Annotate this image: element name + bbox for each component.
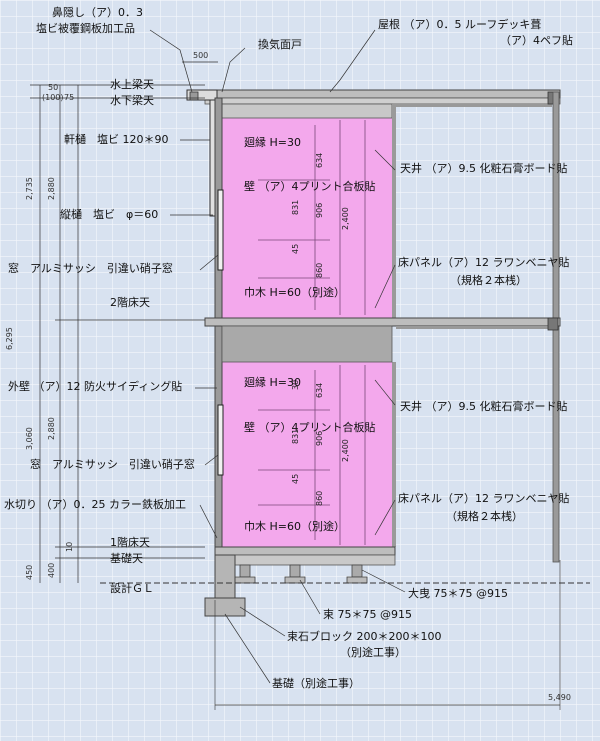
label-tsuka: 束 75＊75 @915 xyxy=(323,608,412,621)
label-enbi: 塩ビ被覆鋼板加工品 xyxy=(36,21,135,35)
label-tsukaishi-1: 束石ブロック 200＊200＊100 xyxy=(287,629,441,643)
label-mado-upper: 窓 アルミサッシ 引違い硝子窓 xyxy=(8,261,173,275)
label-hanakakushi: 鼻隠し（ア）0．3 xyxy=(52,5,143,19)
leader-lines xyxy=(149,29,406,684)
label-roof-2: （ア）4ペフ貼 xyxy=(500,33,573,47)
post-block-1 xyxy=(234,576,256,584)
lower-window xyxy=(217,404,224,476)
dim-100: (100) xyxy=(42,93,64,102)
label-mizuue: 水上梁天 xyxy=(110,77,154,91)
label-kanki: 換気面戸 xyxy=(258,37,302,51)
dim-6295: 6,295 xyxy=(5,327,14,350)
label-mizukiri: 水切り （ア）0．25 カラー鉄板加工 xyxy=(4,497,186,511)
label-yuka-lower-2: （規格２本桟） xyxy=(446,509,523,523)
upper-ceiling-band xyxy=(221,103,393,119)
label-sekkei: 設計ＧＬ xyxy=(110,581,154,595)
label-kabe-lower: 壁 （ア）4プリント合板貼 xyxy=(244,420,376,434)
roof-deck xyxy=(204,89,561,99)
label-nokidoi: 軒樋 塩ビ 120＊90 xyxy=(64,132,169,146)
label-mawaribuchi-lower: 廻縁 H=30 xyxy=(244,375,301,389)
roof-overhang-beam xyxy=(392,104,552,107)
floor-post-2 xyxy=(289,564,301,578)
dim-2735: 2,735 xyxy=(25,177,34,200)
label-yuka-lower-1: 床パネル（ア）12 ラワンベニヤ貼 xyxy=(398,491,570,505)
label-tsukaishi-2: （別途工事） xyxy=(340,645,406,659)
floor-post-3 xyxy=(351,564,363,578)
lower-dim-831: 831 xyxy=(291,429,300,444)
fascia xyxy=(189,91,199,101)
dim-450: 450 xyxy=(25,565,34,580)
mid-column-cap xyxy=(547,317,559,331)
label-tenjo-lower: 天井 （ア）9.5 化粧石膏ボード貼 xyxy=(400,399,568,413)
dim-500: 500 xyxy=(193,51,208,60)
eaves-gutter xyxy=(186,89,218,101)
second-floor-beam-zone xyxy=(221,325,393,363)
post-block-2 xyxy=(284,576,306,584)
upper-room-details xyxy=(258,120,366,315)
second-floor-overhang xyxy=(396,326,553,329)
dim-5490: 5,490 xyxy=(548,693,571,702)
label-yuka-upper-1: 床パネル（ア）12 ラワンベニヤ貼 xyxy=(398,255,570,269)
label-gaiheki: 外壁 （ア）12 防火サイディング貼 xyxy=(8,379,182,393)
label-tenjo-upper: 天井 （ア）9.5 化粧石膏ボード貼 xyxy=(400,161,568,175)
lower-room-details xyxy=(258,365,366,545)
upper-dim-831: 831 xyxy=(291,200,300,215)
label-nikai: 2階床天 xyxy=(110,295,150,309)
lower-dim-906: 906 xyxy=(315,431,324,446)
label-habaki-lower: 巾木 H=60（別途） xyxy=(244,519,345,533)
height-dimension-lines xyxy=(30,84,205,583)
upper-dim-45: 45 xyxy=(291,244,300,254)
dim-75: 75 xyxy=(64,93,74,102)
label-oobiki: 大曳 75＊75 @915 xyxy=(408,586,508,600)
upper-dim-2400: 2,400 xyxy=(341,207,350,230)
label-tatedoi: 縦樋 塩ビ φ＝60 xyxy=(60,207,158,221)
upper-dim-860: 860 xyxy=(315,263,324,278)
label-yuka-upper-2: （規格２本桟） xyxy=(450,273,527,287)
dim-2880-lower: 2,880 xyxy=(47,417,56,440)
upper-dim-906: 906 xyxy=(315,203,324,218)
label-kiso-ten: 基礎天 xyxy=(110,552,143,565)
second-floor-slab xyxy=(204,317,561,327)
lower-room xyxy=(222,362,392,547)
dim-10: 10 xyxy=(65,542,74,552)
dim-50: 50 xyxy=(48,83,58,92)
label-mado-lower: 窓 アルミサッシ 引違い硝子窓 xyxy=(30,457,195,471)
upper-room xyxy=(222,118,392,318)
post-block-3 xyxy=(346,576,368,584)
upper-window xyxy=(217,189,224,271)
lower-dim-860: 860 xyxy=(315,491,324,506)
label-mawaribuchi-upper: 廻縁 H=30 xyxy=(244,135,301,149)
sleeper-joist xyxy=(214,554,396,566)
lower-dim-2400: 2,400 xyxy=(341,439,350,462)
label-kabe-upper: 壁 （ア）4プリント合板貼 xyxy=(244,179,376,193)
dim-400: 400 xyxy=(47,563,56,578)
label-ikkai: 1階床天 xyxy=(110,535,150,549)
label-roof-1: 屋根 （ア）0．5 ルーフデッキ葺 xyxy=(378,17,541,31)
lower-dim-634: 634 xyxy=(315,383,324,398)
floor-post-1 xyxy=(239,564,251,578)
lower-dim-45: 45 xyxy=(291,474,300,484)
label-habaki-upper: 巾木 H=60（別途） xyxy=(244,285,345,299)
lower-dim-30: 30 xyxy=(291,380,300,390)
label-mizushita: 水下梁天 xyxy=(110,93,154,107)
upper-dim-634: 634 xyxy=(315,153,324,168)
dim-2880-upper: 2,880 xyxy=(47,177,56,200)
first-floor-slab xyxy=(214,546,396,556)
dim-3060: 3,060 xyxy=(25,427,34,450)
label-kiso: 基礎（別途工事） xyxy=(272,676,360,690)
roof-beam xyxy=(204,97,561,105)
foundation-footing xyxy=(204,597,246,617)
lower-right-wall xyxy=(392,362,396,547)
upper-right-wall xyxy=(392,104,396,318)
